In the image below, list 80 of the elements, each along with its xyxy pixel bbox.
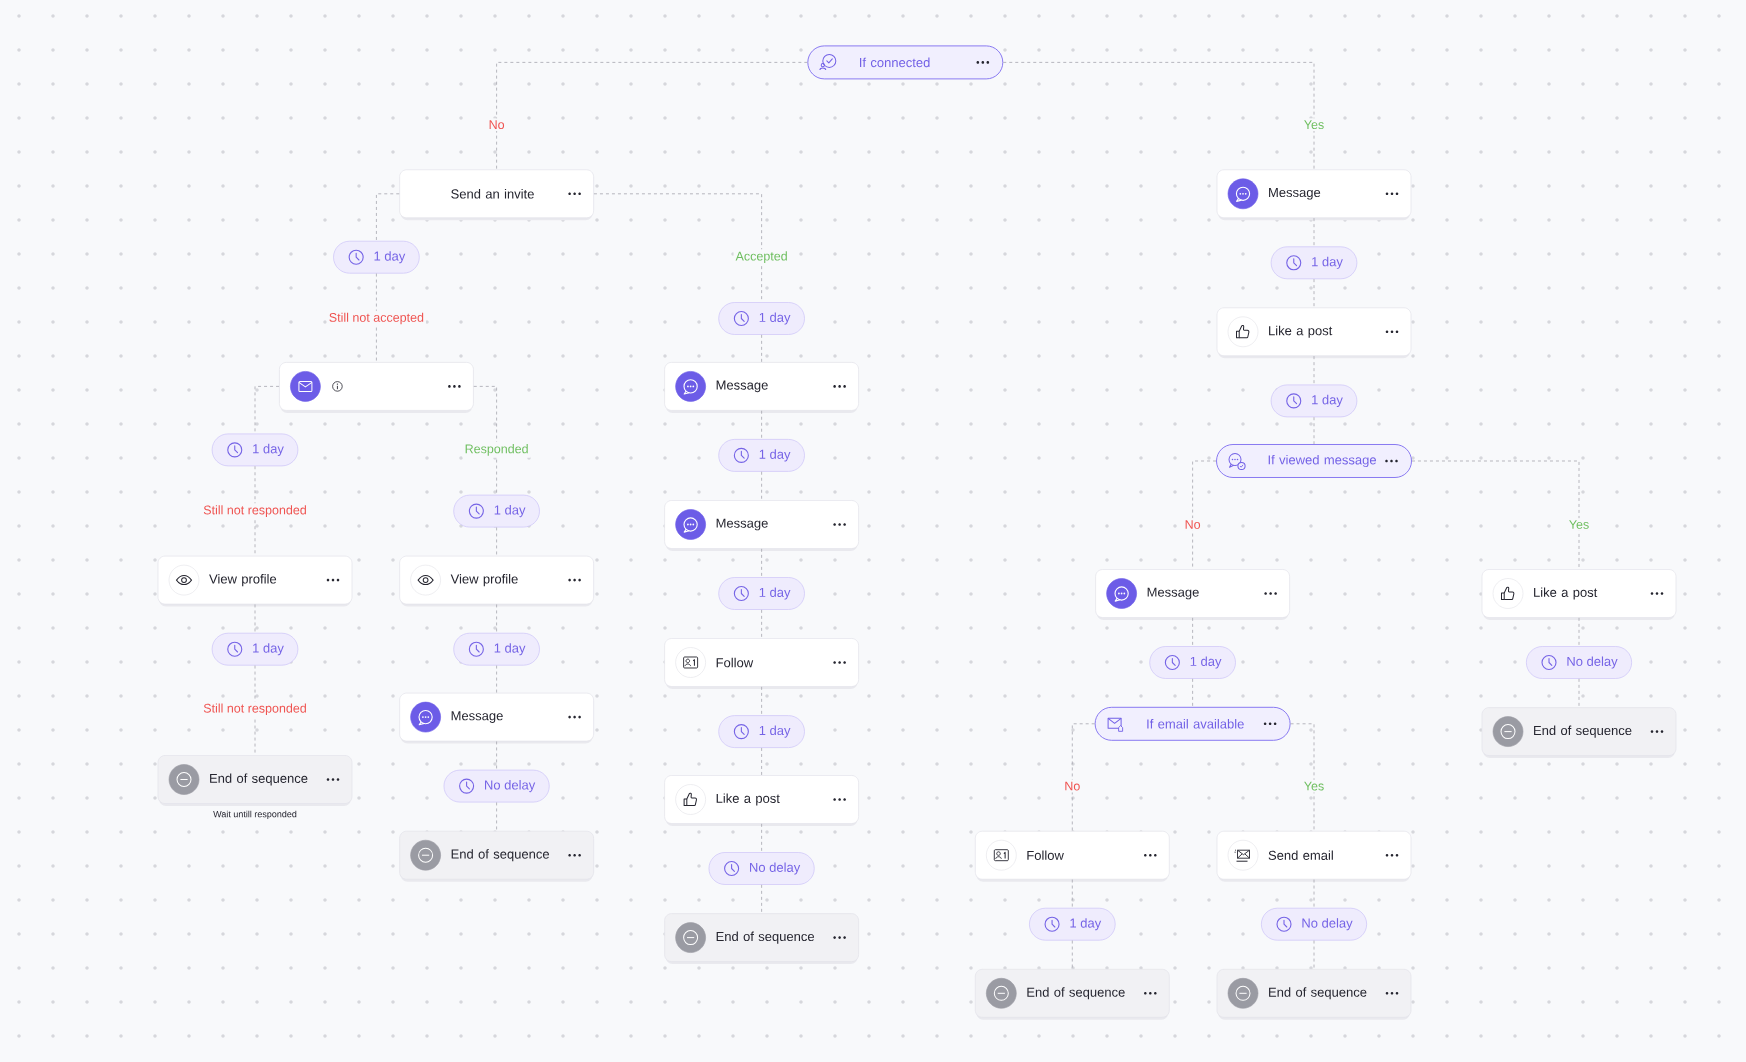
condition-pill: If email available [1094,706,1291,741]
end-card: End of sequence [974,968,1170,1020]
connector [496,604,497,634]
connector [1313,355,1315,385]
delay-pill: 1 day [453,632,540,666]
action-card: Send email [1216,830,1412,882]
node-label: Wait untill responded [213,810,297,820]
delay-pill: 1 day [718,715,805,748]
connector [761,334,762,363]
action-card: Send an invite [399,169,594,221]
action-card: Message [399,692,594,744]
connector [1313,416,1315,445]
connector [1002,62,1315,170]
delay-pill: No delay [443,769,550,803]
connector [496,527,497,557]
action-card: Message [1095,569,1290,620]
end-card: End of sequence [399,830,594,882]
connector [1071,879,1073,909]
action-card: Like a post [664,775,859,826]
delay-pill: 1 day [718,439,805,472]
connector [254,386,280,434]
edge-label: Responded [462,442,531,458]
connector [593,193,762,303]
connector [1192,678,1193,708]
delay-pill: 1 day [211,632,299,666]
connector [496,665,497,694]
delay-pill: 1 day [718,577,805,610]
condition-pill: If connected [807,45,1004,80]
action-card: Message [664,362,859,413]
delay-pill: 1 day [1029,907,1116,941]
delay-pill: 1 day [1270,246,1358,280]
action-card: View profile [157,555,353,607]
end-card: End of sequence [1481,707,1677,759]
delay-pill: 1 day [453,494,540,528]
delay-pill: 1 day [211,433,299,467]
action-card: View profile [399,555,594,607]
edge-label: Yes [1301,118,1327,132]
connector [376,193,400,242]
connector [1290,723,1315,832]
connector [1313,278,1315,308]
connector [496,62,808,170]
condition-pill: If viewed message [1216,444,1412,478]
edge-label: Yes [1566,518,1592,531]
connector [254,604,256,634]
delay-pill: No delay [708,852,815,885]
connector [1071,723,1096,832]
edge-label: Accepted [733,249,790,265]
action-card: Like a post [1481,569,1677,620]
delay-pill: 1 day [1149,646,1236,679]
edge-label: Still not responded [201,503,309,519]
action-card: Message [664,500,859,551]
delay-pill: No delay [1526,646,1632,679]
connector [1071,940,1073,970]
connector [1578,678,1580,708]
delay-pill: 1 day [718,302,805,335]
edge-label: Still not responded [201,701,309,718]
connector [761,884,762,914]
connector [761,686,762,716]
end-card: End of sequence [664,913,859,965]
connector [761,823,762,853]
end-card: End of sequence [157,755,353,806]
action-card: Follow [664,638,859,689]
connector [761,609,762,639]
edge-label: No [1182,518,1203,531]
connector [761,410,762,440]
connector [761,548,762,578]
action-card: Like a post [1216,307,1412,359]
connector [496,802,497,832]
connector [496,741,497,771]
delay-pill: 1 day [1270,384,1358,418]
connector [761,747,762,776]
connector [1313,940,1315,970]
end-card: End of sequence [1216,968,1412,1020]
delay-pill: 1 day [333,240,420,274]
action-card: Follow [974,830,1170,882]
connector [376,273,377,363]
action-card: Message [1216,169,1412,221]
connector [1192,617,1193,647]
delay-pill: No delay [1261,907,1367,941]
connector [761,471,762,501]
